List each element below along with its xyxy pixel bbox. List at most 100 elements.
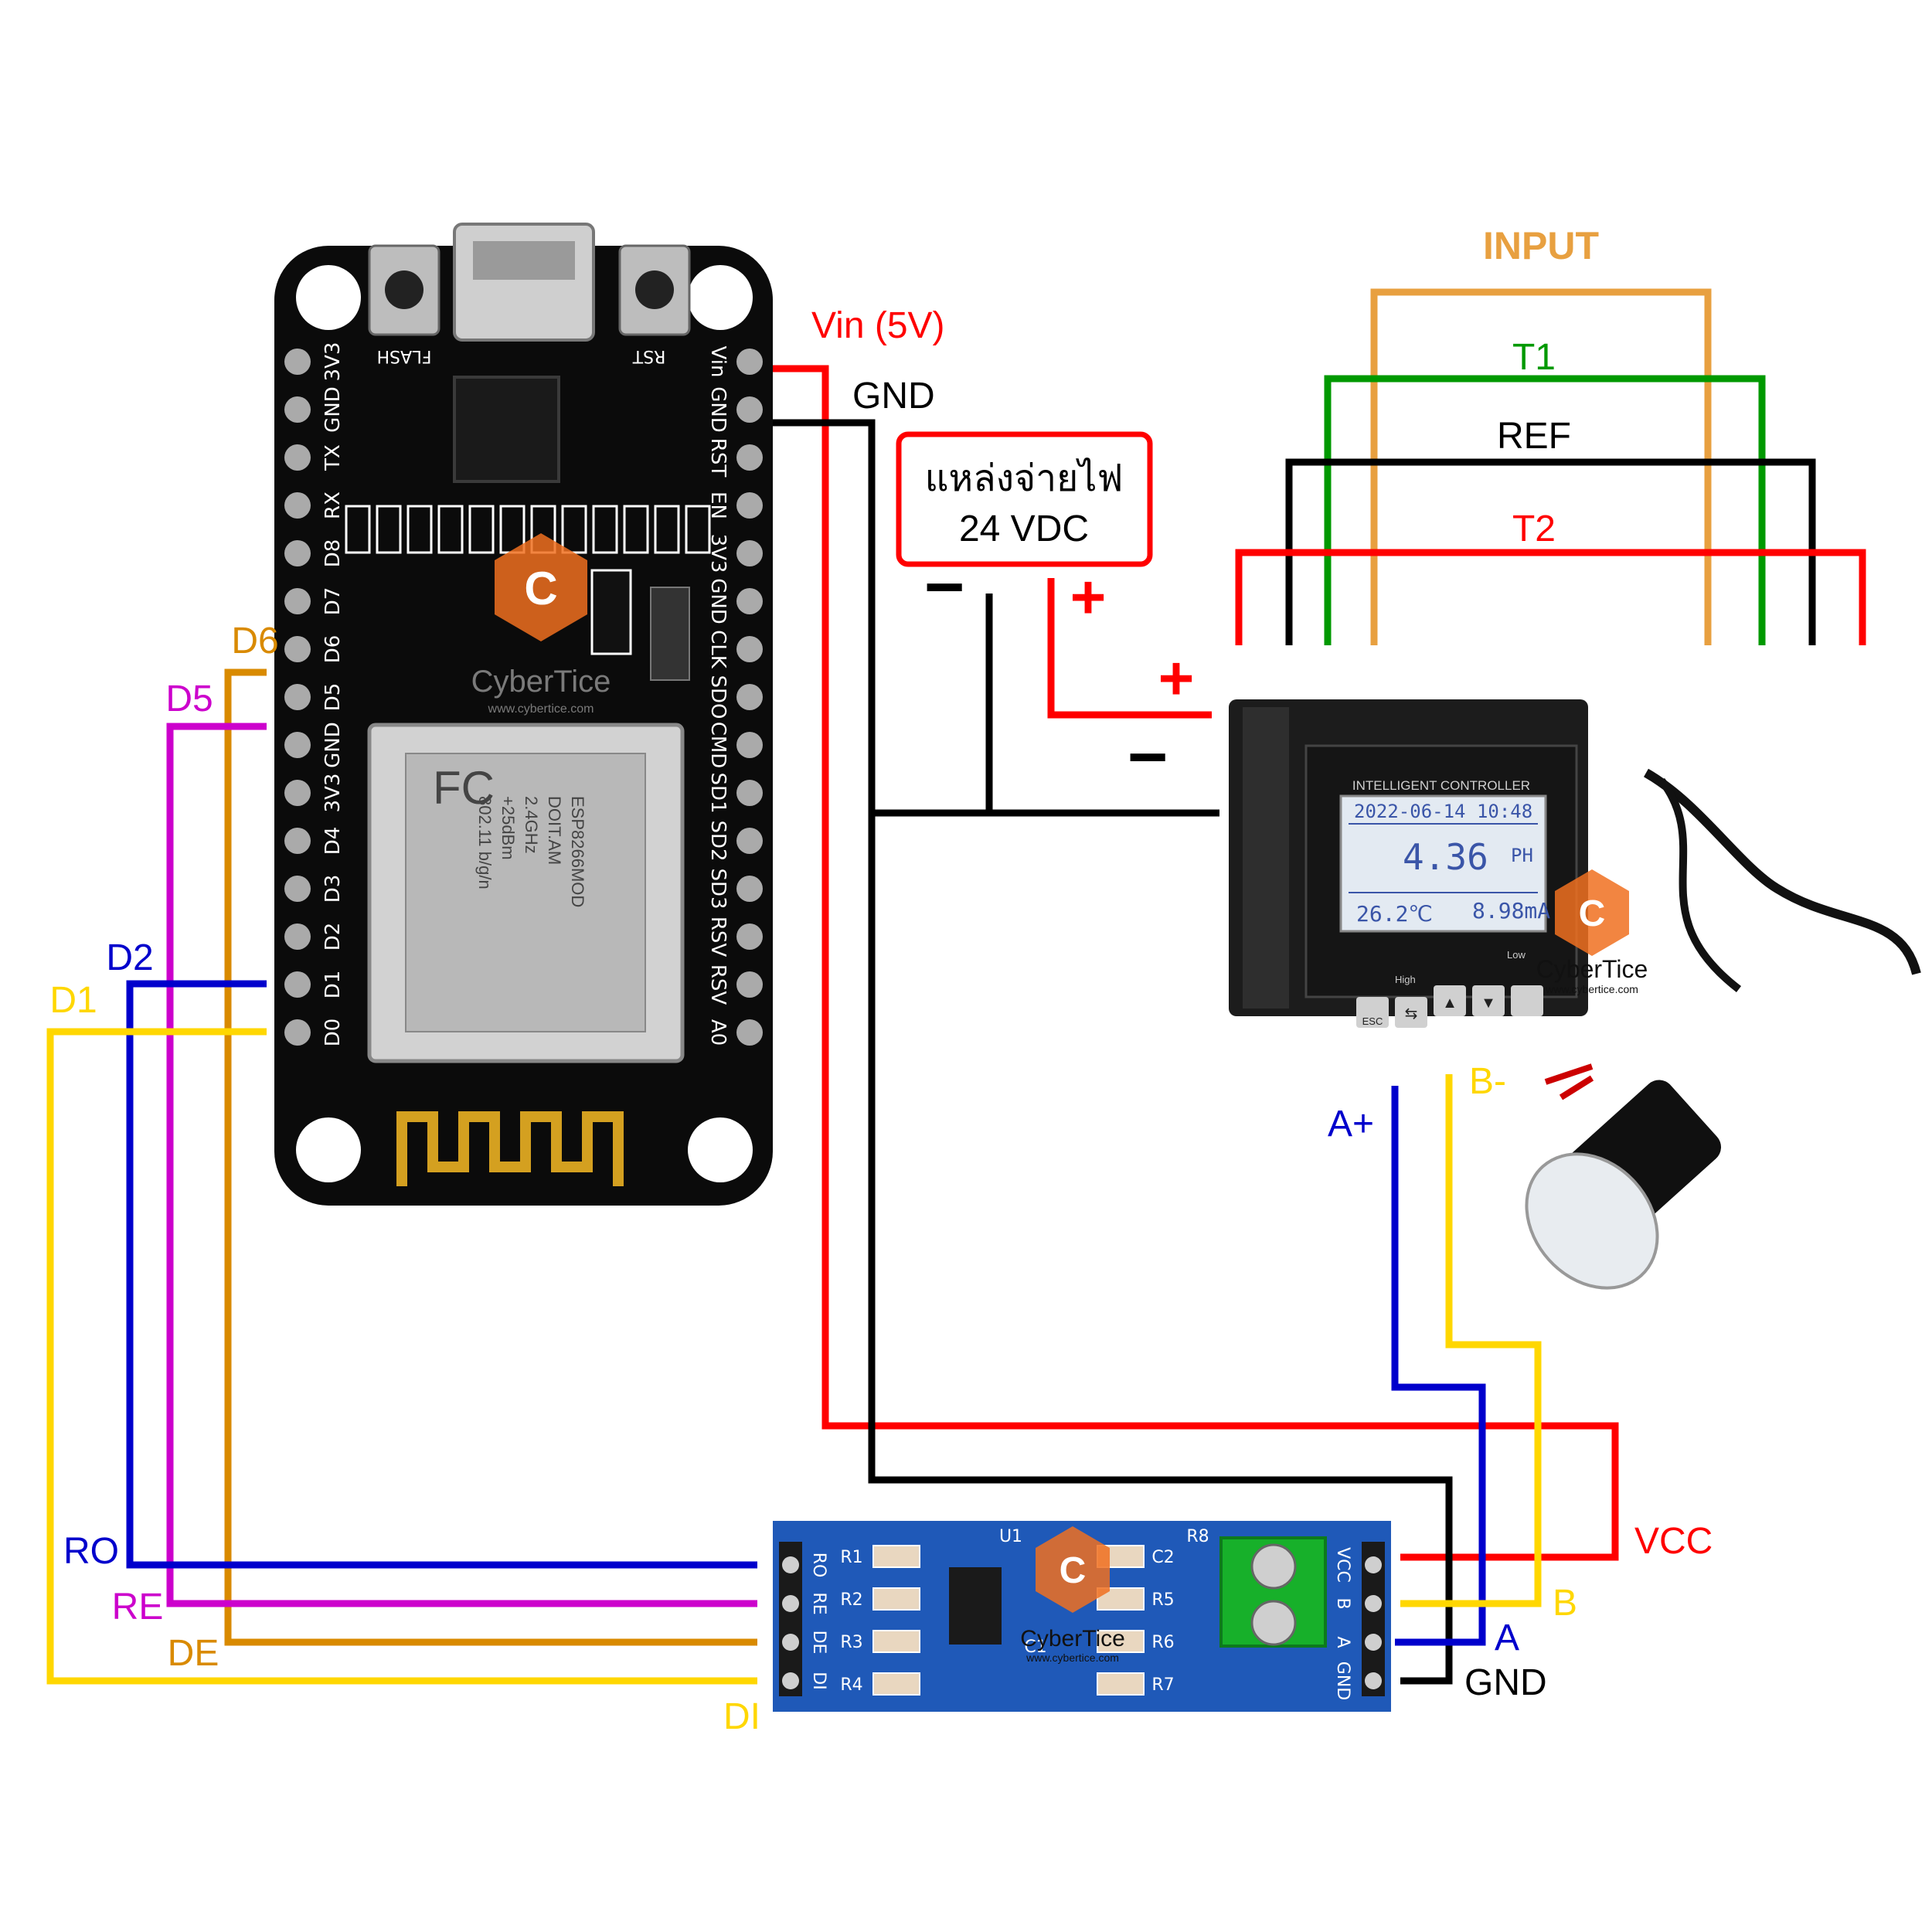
vin-label: Vin (5V)	[811, 305, 945, 346]
svg-text:C: C	[1060, 1550, 1087, 1591]
electrode-guard	[1525, 1152, 1659, 1290]
module-vendor: DOIT.AM	[545, 796, 564, 865]
pin-label-right: RSV	[706, 917, 730, 957]
rs485-pin-label: RE	[809, 1592, 828, 1614]
up-arrow-icon: ▲	[1442, 995, 1458, 1012]
pin-label-right: EN	[706, 492, 730, 519]
pin-label-left: D2	[321, 923, 345, 951]
lcd-screen	[1339, 794, 1547, 933]
labels: Vin (5V) GND INPUT T1 REF T2 D6 D5 D2 D1…	[49, 224, 1713, 1737]
nodemcu-board: FLASH RST FC ESP8266MOD DOIT.AM 2.4GHz +…	[274, 223, 773, 1206]
controller-plus-sign: +	[1158, 644, 1195, 713]
pin-label-right: SD1	[706, 772, 730, 813]
pin-label-left: 3V3	[321, 774, 345, 813]
rs485-pin-label: B	[1333, 1597, 1352, 1609]
ro-label: RO	[63, 1531, 119, 1572]
watermark-logo: C CyberTice www.cybertice.com	[1020, 1526, 1125, 1664]
di-label: DI	[723, 1696, 760, 1737]
wire-a-plus	[1391, 1086, 1486, 1646]
gnd-top-label: GND	[852, 376, 935, 417]
pin-label-right: SD2	[706, 820, 730, 861]
esc-key[interactable]	[1356, 997, 1389, 1028]
wire-gnd	[773, 419, 1453, 1685]
lcd-ph-unit: PH	[1511, 845, 1533, 866]
pin-label-right: CLK	[706, 630, 730, 669]
power-supply: แหล่งจ่ายไฟ 24 VDC − + + −	[896, 431, 1195, 796]
input-label: INPUT	[1483, 224, 1599, 267]
pin-label-left: D0	[321, 1019, 345, 1047]
controller-brand: INTELLIGENT CONTROLLER	[1352, 778, 1530, 793]
module-ism: 2.4GHz	[522, 796, 541, 854]
watermark-name: CyberTice	[471, 665, 611, 699]
pin-label-left: GND	[321, 722, 345, 768]
rst-label: RST	[632, 346, 665, 366]
u1-chip	[949, 1567, 1002, 1645]
pin-label-right: RSV	[706, 964, 730, 1005]
de-label: DE	[168, 1633, 219, 1674]
watermark-logo: C CyberTice www.cybertice.com	[1536, 869, 1648, 995]
rs485-pin-label: GND	[1333, 1662, 1352, 1700]
rs485-pin-label: DI	[809, 1672, 828, 1689]
right-pin-labels: Vin GND RST EN 3V3 GND CLK SDO CMD SD1 S…	[706, 346, 730, 1046]
regulator	[590, 569, 632, 655]
capacitor	[650, 587, 690, 681]
part-label: U1	[999, 1527, 1022, 1546]
menu-key[interactable]	[1511, 985, 1543, 1016]
pin-label-left: D6	[321, 635, 345, 664]
wire-d5-re	[166, 723, 757, 1607]
part-label: R4	[840, 1675, 862, 1695]
rs485-pin-label: VCC	[1333, 1547, 1352, 1583]
fc-mark: FC	[433, 762, 495, 814]
mount-hole	[688, 1117, 753, 1182]
module-pa: +25dBm	[498, 796, 518, 860]
b-minus-label: B-	[1469, 1061, 1506, 1102]
gnd-bottom-label: GND	[1464, 1662, 1547, 1703]
controller-minus-sign: −	[1128, 719, 1168, 796]
a-plus-label: A+	[1328, 1104, 1374, 1145]
down-arrow-icon: ▼	[1481, 995, 1496, 1012]
pin-label-left: RX	[321, 492, 345, 519]
pin-label-left: D3	[321, 875, 345, 903]
ph-electrode	[1525, 768, 1921, 1290]
pin-label-left: TX	[321, 444, 345, 471]
pin-label-right: SDO	[706, 675, 730, 719]
t2-label: T2	[1512, 509, 1556, 549]
down-key[interactable]	[1472, 985, 1505, 1016]
pin-label-right: GND	[706, 578, 730, 624]
wire-b-minus	[1400, 1074, 1542, 1607]
watermark-url: www.cybertice.com	[488, 702, 594, 716]
d6-label: D6	[231, 621, 278, 662]
left-pin-labels: 3V3 GND TX RX D8 D7 D6 D5 GND 3V3 D4 D3 …	[321, 342, 345, 1047]
left-pin-header	[284, 349, 311, 1046]
watermark-name: CyberTice	[1020, 1626, 1125, 1651]
pin-label-right: Vin	[706, 346, 730, 378]
b-label: B	[1553, 1583, 1577, 1624]
power-supply-box	[896, 431, 1153, 567]
rs485-pin-label: DE	[809, 1631, 828, 1655]
up-key[interactable]	[1434, 985, 1466, 1016]
wire-input	[1370, 288, 1712, 645]
mount-hole	[296, 1117, 361, 1182]
supply-label-line2: 24 VDC	[959, 509, 1089, 549]
screw	[1250, 1543, 1297, 1590]
pin-label-right: RST	[706, 438, 730, 478]
mount-hole	[688, 265, 753, 330]
part-label: R3	[840, 1633, 862, 1652]
re-label: RE	[112, 1587, 164, 1628]
rs485-pin-label: A	[1333, 1636, 1352, 1648]
wire-supply-positive	[1047, 578, 1212, 719]
d2-label: D2	[106, 937, 153, 978]
t1-label: T1	[1512, 337, 1556, 378]
ph-controller: INTELLIGENT CONTROLLER 2022-06-14 10:48 …	[1229, 699, 1588, 1028]
enter-key[interactable]	[1395, 997, 1427, 1028]
wire-d6-de	[224, 668, 757, 1646]
watermark-logo: C CyberTice www.cybertice.com	[471, 533, 611, 716]
svg-text:C: C	[524, 563, 557, 614]
wire-vin-vcc	[773, 365, 1619, 1561]
wire-d2-ro	[126, 980, 757, 1569]
pin-label-right: SD3	[706, 868, 730, 909]
pin-label-right: GND	[706, 386, 730, 433]
lcd-current: 8.98mA	[1472, 898, 1550, 923]
watermark-url: www.cybertice.com	[1545, 983, 1638, 995]
